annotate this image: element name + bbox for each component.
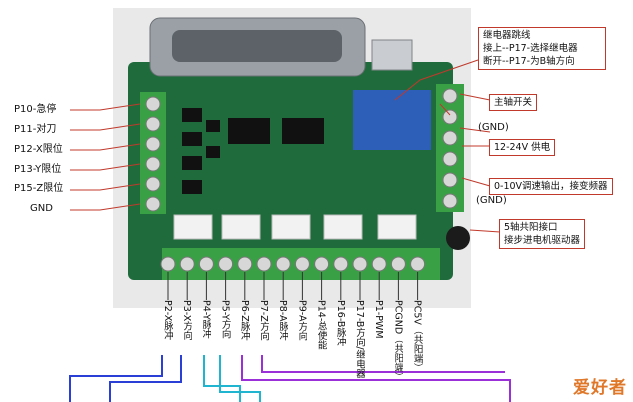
bottom-screw [294, 256, 310, 272]
left-screw [145, 116, 161, 132]
bottom-pin-label: P9-A方向 [296, 300, 308, 341]
relay-callout-line3: 断开--P17-为B轴方向 [483, 56, 575, 67]
gnd-bottom-label: (GND) [476, 195, 507, 206]
gnd-top-label: (GND) [478, 122, 509, 133]
relay-jumper-callout: 继电器跳线 接上--P17-选择继电器 断开--P17-为B轴方向 [478, 27, 606, 70]
left-screw [145, 96, 161, 112]
label-p12-x-limit: P12-X限位 [14, 144, 63, 155]
db25-pins [172, 30, 342, 62]
bottom-pin-label: P7-Z方向 [258, 300, 269, 341]
site-logo: 爱好者 [573, 378, 627, 398]
optocouplers [182, 108, 220, 194]
bottom-screw [371, 256, 387, 272]
left-screw [145, 136, 161, 152]
bottom-pin-label: P16-B脉冲 [334, 300, 346, 347]
label-gnd-left: GND [30, 203, 53, 214]
bottom-pin-label: PC5V（共阳端） [411, 300, 423, 373]
right-pointer-lines [394, 59, 501, 233]
label-p15-z-limit: P15-Z限位 [14, 183, 64, 194]
bottom-pin-label: P3-X方向 [181, 300, 193, 341]
bottom-screw [179, 256, 195, 272]
right-screw [442, 109, 458, 125]
common-anode-label: 5轴共阳接口 接步进电机驱动器 [499, 219, 586, 249]
bottom-pin-label: P17-B方向/继电器 [354, 300, 365, 379]
signal-wires [69, 355, 511, 402]
bottom-pin-label: P5-Y方向 [219, 300, 231, 339]
label-p11-probe: P11-对刀 [14, 124, 57, 135]
relay-callout-line2: 接上--P17-选择继电器 [483, 43, 578, 54]
usb-port [371, 39, 413, 71]
left-screw [145, 176, 161, 192]
motor-headers [173, 214, 417, 240]
left-pointer-line [70, 123, 141, 131]
bottom-pin-label: PCGND（共阳端） [392, 300, 404, 382]
bottom-screw [275, 256, 291, 272]
left-pointer-line [70, 163, 141, 171]
bottom-screw [410, 256, 426, 272]
bottom-screw [390, 256, 406, 272]
bottom-pin-label: P8-A脉冲 [277, 300, 289, 341]
ic-chip-2 [282, 118, 324, 144]
right-screw [442, 151, 458, 167]
common-anode-line2: 接步进电机驱动器 [504, 235, 581, 246]
bottom-pin-label: P2-X脉冲 [162, 300, 173, 341]
right-terminal-screws [442, 88, 458, 209]
bottom-leader-lines [167, 272, 419, 300]
bottom-screw [314, 256, 330, 272]
bottom-screw [333, 256, 349, 272]
bottom-screw [352, 256, 368, 272]
bottom-screw [218, 256, 234, 272]
left-pointer-line [70, 203, 141, 211]
ic-chip-1 [228, 118, 270, 144]
relay [353, 90, 431, 150]
bottom-pin-label: P4-Y脉冲 [200, 300, 212, 339]
left-pointer-line [70, 143, 141, 151]
capacitor [446, 226, 470, 250]
right-screw [442, 130, 458, 146]
left-terminal-block [140, 92, 166, 214]
bottom-screw [198, 256, 214, 272]
spindle-switch-label: 主轴开关 [489, 94, 538, 111]
bottom-pin-label: P1-PWM [373, 300, 385, 339]
common-anode-line1: 5轴共阳接口 [504, 222, 558, 233]
bottom-screw [256, 256, 272, 272]
label-p10-estop: P10-急停 [14, 104, 57, 115]
left-screw [145, 156, 161, 172]
relay-callout-line1: 继电器跳线 [483, 30, 531, 41]
right-screw [442, 88, 458, 104]
right-screw [442, 193, 458, 209]
bottom-pin-label: P14-总使能 [315, 300, 327, 350]
left-pointer-line [70, 183, 141, 191]
bottom-terminal-screws [160, 256, 426, 272]
vfd-output-label: 0-10V调速输出，接变频器 [489, 178, 613, 195]
left-screw [145, 196, 161, 212]
bottom-pin-label: P6-Z脉冲 [238, 300, 250, 341]
bottom-screw [160, 256, 176, 272]
bottom-screw [237, 256, 253, 272]
label-p13-y-limit: P13-Y限位 [14, 164, 62, 175]
supply-label: 12-24V 供电 [489, 139, 556, 156]
right-screw [442, 172, 458, 188]
left-pointer-line [70, 103, 141, 111]
left-pointer-lines [70, 103, 141, 211]
left-terminal-screws [145, 96, 161, 212]
